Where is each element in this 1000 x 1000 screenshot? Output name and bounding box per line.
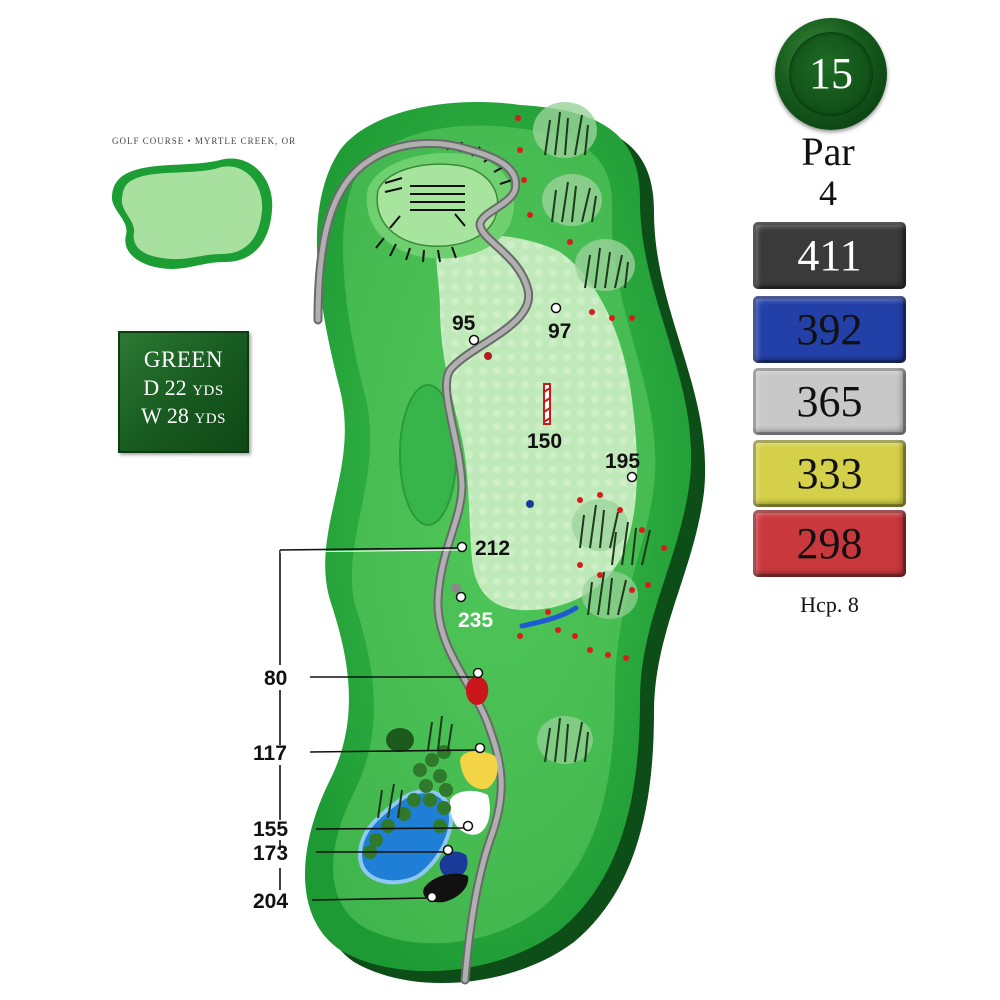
handicap-label: Hcp. 8: [800, 592, 859, 617]
blue-marker: [519, 605, 579, 629]
grass-tufts: [377, 102, 651, 819]
sprinkler-gray: [451, 583, 461, 593]
hole-number: 15: [809, 49, 853, 98]
par-value: 4: [819, 173, 837, 213]
150-pole: [543, 383, 551, 425]
tee-white-yardage: 365: [753, 368, 906, 435]
distance-155-label: 155: [253, 818, 288, 841]
distance-lines: [279, 547, 477, 901]
green-width: W 28 YDS: [118, 403, 249, 429]
hole-number-badge: 15: [775, 18, 887, 130]
green-width-value: W 28: [141, 403, 189, 428]
marker-235-label: 235: [458, 609, 493, 632]
marker-97-label: 97: [548, 320, 571, 343]
ob-stakes: [515, 115, 667, 661]
green-depth-unit: YDS: [192, 383, 224, 399]
tee-yellow-yardage: 333: [753, 440, 906, 507]
sprinkler-red: [484, 352, 492, 360]
marker-95-label: 95: [452, 312, 476, 335]
tree-clusters: [363, 728, 453, 859]
green-depth-value: D 22: [143, 375, 187, 400]
green-info-title: GREEN: [143, 347, 224, 372]
marker-195-label: 195: [605, 450, 640, 473]
tee-box-yellow: [460, 751, 498, 790]
sprinkler-blue: [526, 500, 534, 508]
tee-box-white: [449, 790, 490, 835]
distance-80-label: 80: [264, 667, 287, 690]
green-width-unit: YDS: [194, 411, 226, 427]
marker-212-label: 212: [475, 537, 510, 560]
putting-green: [376, 163, 499, 247]
course-caption: GOLF COURSE • MYRTLE CREEK, OR: [112, 136, 297, 146]
green-depth: D 22 YDS: [118, 375, 249, 401]
distance-173-label: 173: [253, 842, 288, 865]
yardage-dots: [426, 302, 638, 903]
par-label: Par: [801, 129, 855, 174]
tee-red-yardage: 298: [753, 510, 906, 577]
tee-box-red: [466, 676, 489, 705]
tee-black-yardage: 411: [753, 222, 906, 289]
tee-blue-yardage: 392: [753, 296, 906, 363]
green-info-box: GREEN D 22 YDS W 28 YDS: [118, 331, 249, 453]
distance-117-label: 117: [253, 742, 287, 765]
marker-150-label: 150: [527, 430, 562, 453]
tee-box-blue: [439, 851, 468, 879]
distance-204-label: 204: [253, 890, 288, 913]
